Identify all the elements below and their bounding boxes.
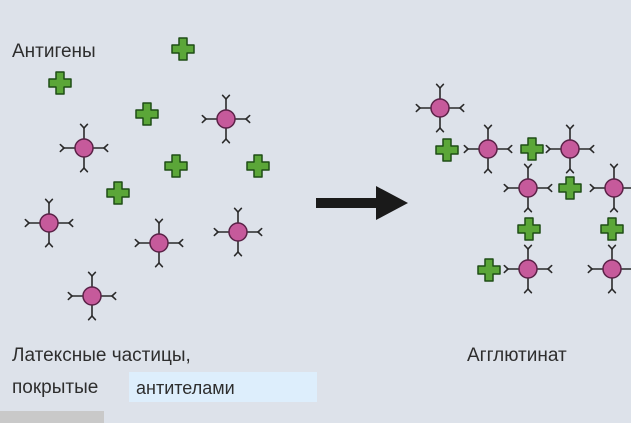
latex-particle-icon (201, 94, 251, 144)
antigen-icon (48, 71, 72, 95)
latex-particle-icon (589, 163, 631, 213)
latex-particle-icon (134, 218, 184, 268)
antigen-icon (517, 217, 541, 241)
latex-particle-icon (67, 271, 117, 321)
antigen-icon (246, 154, 270, 178)
antibodies-label: антителами (136, 378, 235, 398)
latex-particle-icon (213, 207, 263, 257)
latex-particle-icon (503, 163, 553, 213)
antigens-label: Антигены (12, 41, 96, 62)
latex-particle-icon (503, 244, 553, 294)
antigen-icon (171, 37, 195, 61)
antigen-icon (600, 217, 624, 241)
antigen-icon (106, 181, 130, 205)
latex-particles-label: Латексные частицы, (12, 345, 191, 366)
antigen-icon (520, 137, 544, 161)
antibodies-highlight (129, 372, 317, 402)
antigen-icon (477, 258, 501, 282)
reaction-arrow-icon (316, 186, 408, 220)
agglutinate-cluster (415, 83, 631, 294)
latex-particle-icon (415, 83, 465, 133)
bottom-strip (0, 411, 104, 423)
antigen-icon (164, 154, 188, 178)
antigen-icon (435, 138, 459, 162)
latex-particle-icon (587, 244, 631, 294)
agglutinate-label: Агглютинат (467, 345, 567, 366)
latex-particle-icon (463, 124, 513, 174)
antigen-icon (558, 176, 582, 200)
latex-particle-icon (545, 124, 595, 174)
antigen-icon (135, 102, 159, 126)
latex-particle-icon (24, 198, 74, 248)
coated-label: покрытые (12, 377, 99, 398)
latex-particle-icon (59, 123, 109, 173)
